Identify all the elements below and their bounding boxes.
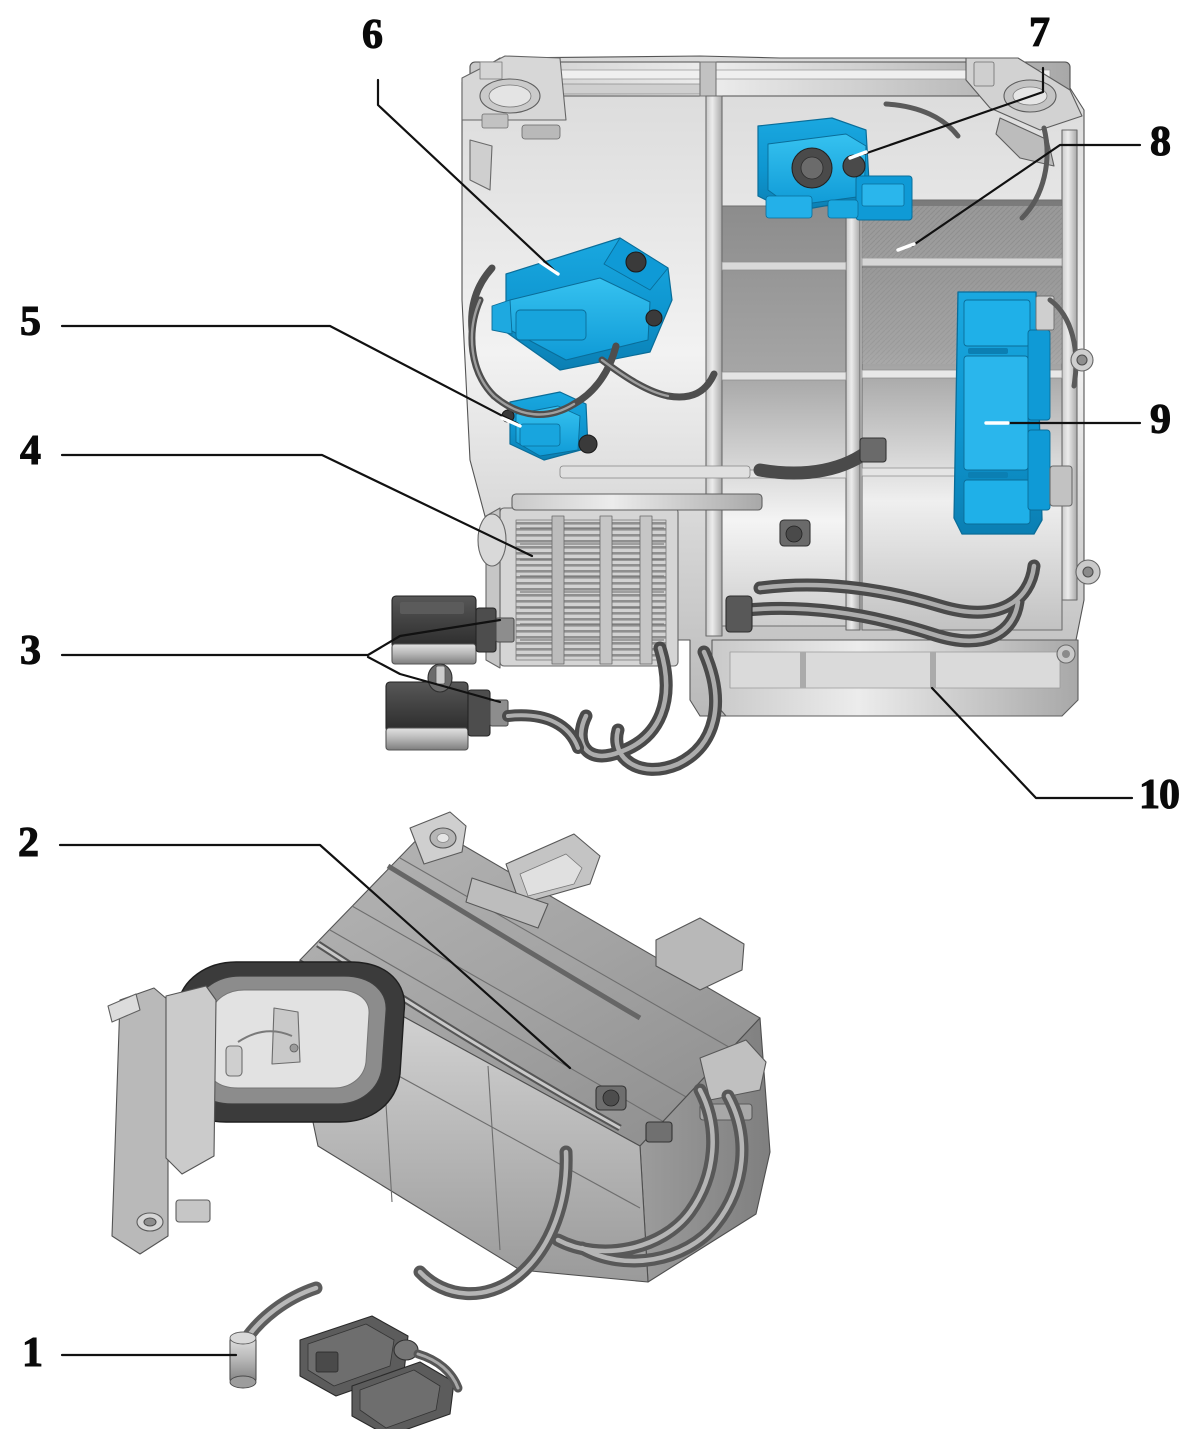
lower-housing-shell [711, 639, 1079, 717]
upper-right-blue-module [757, 117, 913, 221]
leader-line-7 [862, 66, 1045, 156]
lower-mount-lug [409, 811, 601, 929]
leader-line-4 [60, 453, 534, 558]
leader-tips [500, 150, 1010, 428]
callout-number-3[interactable]: 3 [19, 628, 41, 674]
upper-left-mount-block [461, 55, 567, 191]
leader-line-5 [60, 324, 520, 426]
leader-line-3b [366, 655, 502, 704]
right-side-blue-module [953, 291, 1055, 535]
callout-number-2[interactable]: 2 [17, 820, 39, 866]
lower-rear-bracket [655, 917, 767, 1121]
lower-connector-plugs [299, 1315, 463, 1429]
lower-hose-fittings [595, 1085, 673, 1143]
upper-cross-bar [511, 493, 763, 511]
callout-number-8[interactable]: 8 [1149, 119, 1171, 165]
leader-line-8 [910, 143, 1142, 248]
leader-line-3a [60, 618, 502, 657]
upper-ac-unit-assembly [385, 55, 1101, 776]
evaporator-fins [477, 507, 679, 669]
upper-divider-post-mid [845, 199, 861, 631]
upper-left-blue-module [491, 237, 673, 371]
leader-line-2 [58, 843, 572, 1070]
lower-left-support [107, 985, 217, 1255]
upper-right-mount-block [965, 57, 1083, 167]
expansion-valve-lower [385, 663, 509, 751]
connector-plug-b [351, 1361, 455, 1429]
leader-line-6 [376, 78, 558, 274]
upper-right-brackets [1049, 348, 1101, 585]
drain-pipe-stub [229, 1281, 323, 1389]
leader-line-10 [930, 686, 1134, 800]
blower-housing-seal [173, 961, 406, 1123]
callout-number-7[interactable]: 7 [1028, 10, 1050, 56]
callout-number-4[interactable]: 4 [19, 428, 41, 474]
upper-divider-post-left [705, 95, 723, 637]
callout-number-9[interactable]: 9 [1149, 397, 1171, 443]
callout-number-6[interactable]: 6 [361, 12, 383, 58]
leader-lines-group [58, 66, 1142, 1357]
upper-pipe-fittings [725, 437, 887, 633]
lower-housing-assembly [107, 811, 771, 1429]
callout-number-10[interactable]: 10 [1138, 772, 1180, 818]
callout-number-5[interactable]: 5 [19, 299, 41, 345]
upper-small-hoses [883, 101, 1079, 389]
callout-number-1[interactable]: 1 [21, 1330, 43, 1376]
